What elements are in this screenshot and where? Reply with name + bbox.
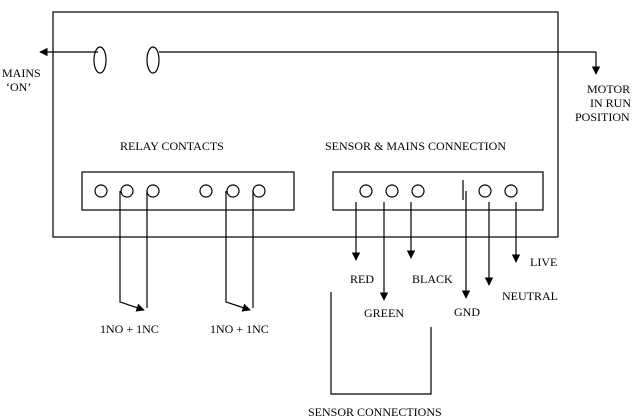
red-label: RED (350, 272, 374, 286)
green-label: GREEN (364, 306, 404, 320)
sensor-terminal (411, 184, 425, 198)
sensor-mains-title: SENSOR & MAINS CONNECTION (325, 139, 506, 153)
mains-label-line2: ‘ON’ (6, 80, 31, 94)
relay-set-2-wire-a (225, 191, 251, 312)
relay-terminal (94, 184, 108, 198)
gnd-label: GND (454, 305, 480, 319)
contact-oval-left (93, 46, 107, 74)
sensor-terminal-block (332, 171, 544, 211)
live-label: LIVE (530, 255, 557, 269)
relay-terminal (252, 184, 266, 198)
mains-label-line1: MAINS (2, 66, 41, 80)
relay-set-1-label: 1NO + 1NC (100, 322, 159, 336)
relay-terminal-block (81, 171, 295, 211)
sensor-terminal (478, 184, 492, 198)
enclosure-box (52, 11, 559, 238)
relay-terminal (120, 184, 134, 198)
relay-terminal (146, 184, 160, 198)
contact-oval-right (146, 46, 160, 74)
relay-terminal (226, 184, 240, 198)
relay-set-1-wire-a (119, 191, 145, 312)
motor-label-line1: MOTOR (587, 82, 630, 96)
black-label: BLACK (412, 272, 453, 286)
motor-label-line2: IN RUN (590, 96, 631, 110)
relay-contacts-title: RELAY CONTACTS (120, 139, 224, 153)
motor-label-line3: POSITION (575, 110, 630, 124)
sensor-terminal (504, 184, 518, 198)
relay-set-2-label: 1NO + 1NC (210, 322, 269, 336)
neutral-label: NEUTRAL (502, 289, 558, 303)
sensor-terminal (359, 184, 373, 198)
sensor-connections-bracket (330, 292, 432, 395)
relay-terminal (199, 184, 213, 198)
sensor-terminal (385, 184, 399, 198)
sensor-connections-label: SENSOR CONNECTIONS (308, 405, 442, 419)
